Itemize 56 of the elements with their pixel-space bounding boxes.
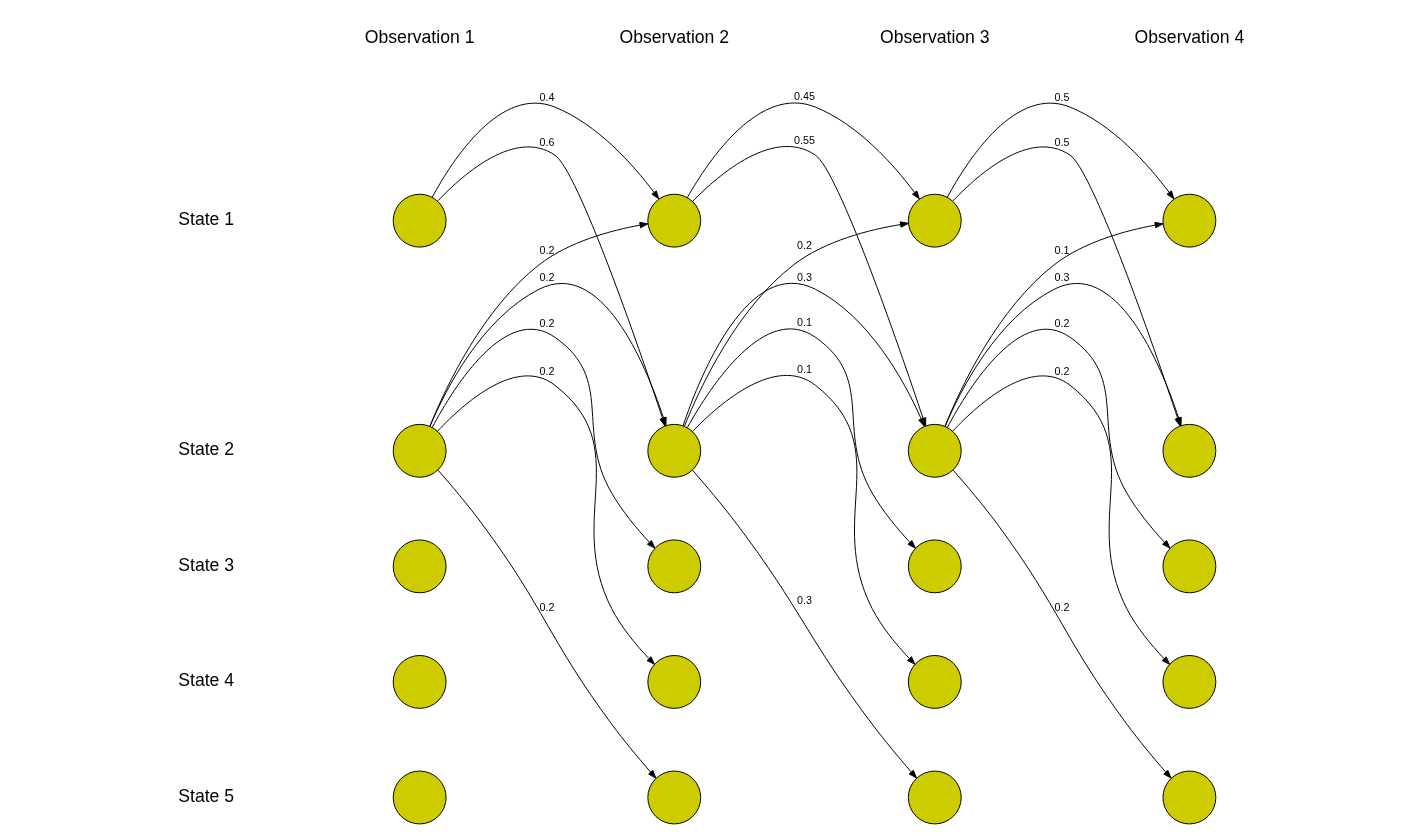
edge-label: 0.1 — [1054, 243, 1070, 256]
edge-label: 0.2 — [1054, 601, 1070, 614]
label: State 4 — [178, 670, 235, 691]
arrow — [944, 221, 1164, 427]
label: State 3 — [178, 554, 235, 575]
node-circle — [392, 193, 447, 248]
arrow — [692, 375, 916, 665]
node-circle — [392, 655, 447, 709]
label: Observation 4 — [1134, 26, 1245, 47]
label: State 5 — [178, 785, 235, 806]
node-circle — [1162, 193, 1217, 248]
edge-label: 0.3 — [797, 271, 813, 284]
arrow — [431, 103, 660, 200]
arrow — [692, 469, 917, 779]
arrow — [429, 221, 649, 427]
arrow — [952, 469, 1172, 779]
arrow — [686, 102, 920, 200]
edge-label: 0.5 — [1054, 90, 1070, 103]
edge-label: 0.2 — [1054, 317, 1070, 330]
arrow — [946, 103, 1175, 200]
edge-label: 0.1 — [797, 363, 813, 376]
edge-label: 0.4 — [539, 90, 555, 103]
label: State 1 — [178, 208, 235, 229]
edge-label: 0.5 — [1054, 136, 1070, 149]
edge-label: 0.3 — [1054, 271, 1070, 284]
label: Observation 2 — [619, 26, 730, 47]
edge-label: 0.55 — [794, 134, 815, 147]
edge-label: 0.2 — [539, 365, 555, 378]
edge-label: 0.6 — [539, 136, 555, 149]
edge-label: 0.2 — [539, 271, 555, 284]
node-circle — [647, 423, 702, 478]
node-circle — [392, 539, 447, 594]
node-circle — [907, 423, 962, 478]
node-circle — [1162, 423, 1217, 478]
label: State 2 — [178, 439, 235, 460]
arrow — [437, 375, 655, 665]
arrow — [431, 328, 656, 549]
edge-label: 0.2 — [539, 601, 555, 614]
node-circle — [392, 770, 447, 825]
arrow — [683, 221, 909, 427]
edge-label: 0.2 — [539, 317, 555, 330]
arrow — [946, 328, 1171, 549]
edge-label: 0.2 — [539, 243, 555, 256]
edge-label: 0.2 — [1054, 365, 1070, 378]
label: Observation 3 — [879, 26, 990, 47]
label: Observation 1 — [364, 26, 475, 47]
edge-label: 0.45 — [794, 90, 815, 103]
node-circle — [392, 423, 447, 478]
arrow — [437, 469, 657, 779]
arrow — [686, 328, 916, 549]
node-circle — [647, 193, 702, 248]
node-circle — [907, 193, 962, 248]
edge-label: 0.1 — [797, 316, 813, 329]
arrow — [952, 375, 1171, 665]
edge-label: 0.2 — [797, 238, 813, 251]
edge-label: 0.3 — [797, 594, 813, 607]
